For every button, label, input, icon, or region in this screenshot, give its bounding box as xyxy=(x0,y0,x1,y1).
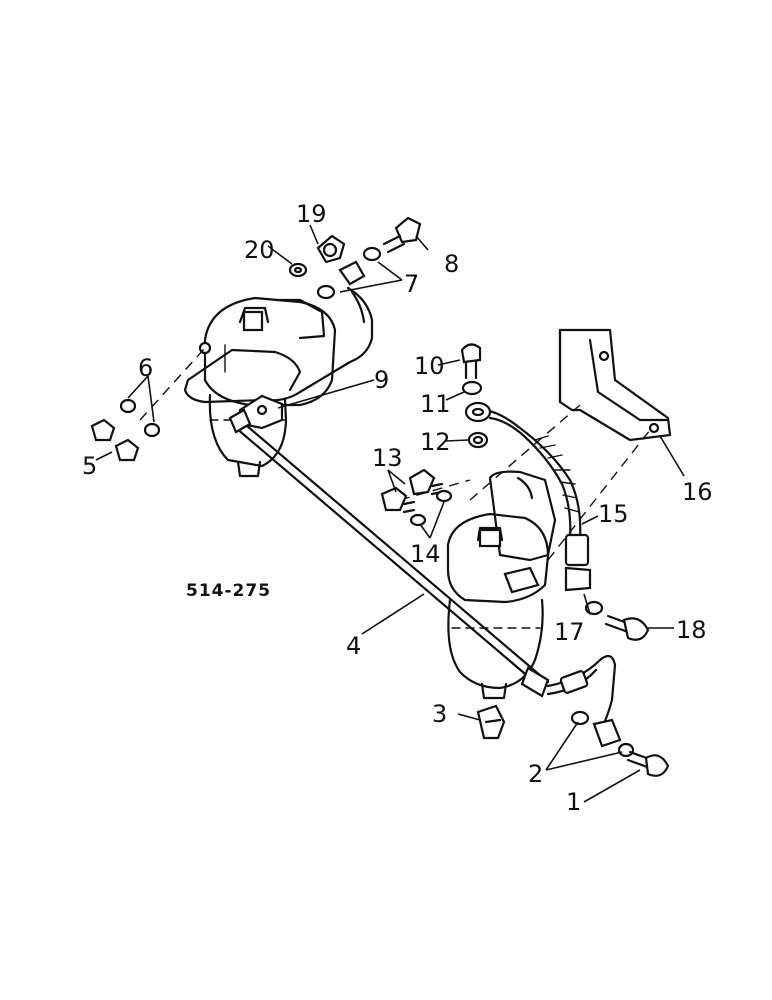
callout-14: 14 xyxy=(410,540,441,568)
figure-code: 514-275 xyxy=(186,581,271,601)
callout-1: 1 xyxy=(566,788,581,816)
banjo-bolt-1 xyxy=(626,750,670,777)
callout-3: 3 xyxy=(432,700,447,728)
callout-2: 2 xyxy=(528,760,543,788)
callout-13: 13 xyxy=(372,444,403,472)
callout-11: 11 xyxy=(420,390,451,418)
washer-17 xyxy=(584,600,604,616)
callout-15: 15 xyxy=(598,500,629,528)
washer-11 xyxy=(461,380,483,396)
washer-20 xyxy=(288,262,308,278)
callout-8: 8 xyxy=(444,250,459,278)
washers-14 xyxy=(409,489,453,527)
callout-16: 16 xyxy=(682,478,713,506)
bolts-13 xyxy=(380,468,444,514)
bolts-5 xyxy=(90,418,140,462)
callout-5: 5 xyxy=(82,452,97,480)
alignment-line-bracket xyxy=(469,404,581,501)
bolt-8 xyxy=(382,216,422,254)
lower-fuel-filter xyxy=(446,470,557,700)
callout-10: 10 xyxy=(414,352,445,380)
callout-19: 19 xyxy=(296,200,327,228)
fuel-pipe-9 xyxy=(183,286,374,430)
leader-lines xyxy=(95,224,685,803)
washers-6 xyxy=(119,398,161,438)
callout-9: 9 xyxy=(374,366,389,394)
callout-20: 20 xyxy=(244,236,275,264)
bolt-18 xyxy=(604,614,650,641)
washer-12 xyxy=(467,431,489,449)
banjo-fitting xyxy=(464,401,492,423)
union-fitting-19 xyxy=(316,234,346,264)
callout-labels: 1 2 3 4 5 6 7 8 9 10 11 12 13 14 15 16 1… xyxy=(82,200,713,816)
callout-17: 17 xyxy=(554,618,585,646)
mounting-bracket xyxy=(558,328,672,442)
callout-18: 18 xyxy=(676,616,707,644)
callout-12: 12 xyxy=(420,428,451,456)
pipe-clip-3 xyxy=(476,704,506,740)
alignment-line-bracket-lower xyxy=(547,429,651,561)
callout-4: 4 xyxy=(346,632,361,660)
fuel-pipe-4 xyxy=(228,408,550,698)
fuel-hose-15 xyxy=(482,408,592,592)
banjo-bolt-10 xyxy=(460,343,482,380)
callout-6: 6 xyxy=(138,354,153,382)
upper-fuel-filter xyxy=(198,296,337,478)
alignment-line-bolts xyxy=(399,479,471,501)
fuel-hose-2 xyxy=(546,654,622,748)
washers-7 xyxy=(316,246,382,300)
washers-2 xyxy=(570,710,635,758)
callout-7: 7 xyxy=(404,270,419,298)
